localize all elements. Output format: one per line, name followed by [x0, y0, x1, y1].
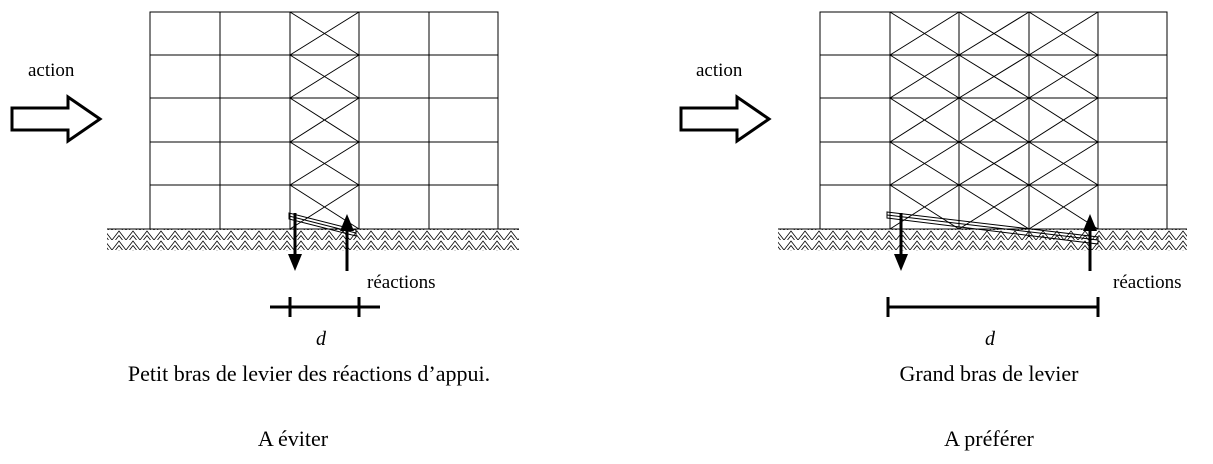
left-down-reaction-arrow-icon	[288, 213, 302, 271]
right-building-frame	[819, 11, 1168, 230]
left-verdict: A éviter	[258, 426, 329, 451]
right-dimension-line	[886, 297, 1100, 317]
right-reaction-diagram	[886, 211, 1099, 245]
left-caption: Petit bras de levier des réactions d’app…	[128, 361, 490, 386]
right-up-reaction-arrow-icon	[1083, 214, 1097, 271]
right-ground	[778, 228, 1187, 251]
left-reactions-label: réactions	[367, 272, 436, 293]
left-lever-label: d	[316, 328, 327, 350]
left-action-arrow-icon	[10, 94, 103, 144]
right-action-label: action	[696, 60, 743, 81]
right-verdict: A préférer	[944, 426, 1034, 451]
right-down-reaction-arrow-icon	[894, 213, 908, 271]
right-caption: Grand bras de levier	[900, 361, 1080, 386]
left-ground	[107, 228, 519, 251]
left-figure: action réactions d Petit bras de levier …	[10, 11, 519, 451]
right-lever-label: d	[985, 328, 996, 350]
left-dimension-line	[270, 297, 380, 317]
right-action-arrow-icon	[679, 94, 772, 144]
left-up-reaction-arrow-icon	[340, 214, 354, 271]
right-figure: action réactions d Grand bras de levier …	[679, 11, 1187, 451]
right-reactions-label: réactions	[1113, 272, 1182, 293]
right-bracing-x	[889, 11, 1099, 230]
left-action-label: action	[28, 60, 75, 81]
left-bracing-x	[289, 11, 360, 230]
